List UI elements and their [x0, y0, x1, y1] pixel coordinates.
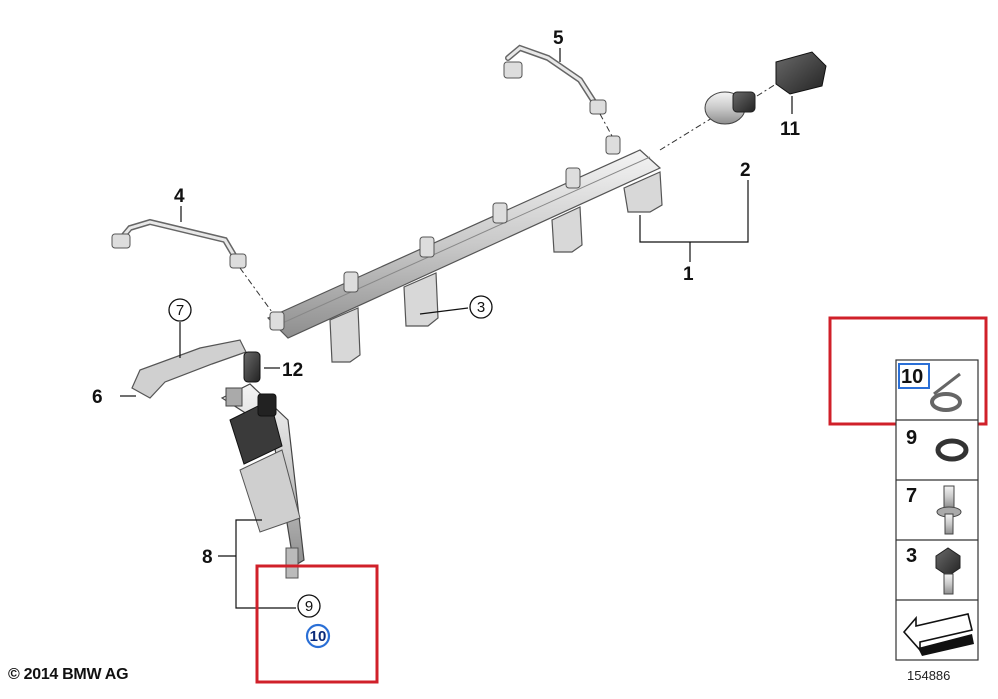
fuel-injector: [220, 383, 305, 579]
callout-12: 12: [282, 360, 303, 381]
side-item-10-label: 10: [901, 366, 923, 388]
fuel-rail: [266, 135, 663, 363]
callout-5: 5: [553, 28, 564, 49]
highlight-box-injector-tip: [255, 564, 379, 684]
copyright: © 2014 BMW AG: [8, 666, 129, 683]
callout-1: 1: [683, 264, 694, 285]
callout-2: 2: [740, 160, 751, 181]
callout-4: 4: [174, 186, 185, 207]
high-pressure-line-right: [503, 44, 613, 137]
side-item-9[interactable]: 9: [906, 427, 969, 462]
rail-pressure-sensor: [659, 83, 777, 151]
small-parts-panel: 10 9 7 3: [895, 359, 979, 661]
arrow-icon[interactable]: [902, 613, 974, 656]
side-item-9-label: 9: [906, 427, 917, 449]
callout-11: 11: [780, 119, 801, 140]
callout-10: 10: [310, 628, 327, 645]
leak-off-hose: [243, 351, 261, 383]
callout-9: 9: [305, 598, 313, 615]
callout-7: 7: [176, 302, 184, 319]
callout-labels: 4 5 11 2 1 6 12 8 7 3 9 10: [92, 28, 801, 649]
sensor-plug: [775, 51, 827, 95]
side-item-3-label: 3: [906, 545, 917, 567]
callout-6: 6: [92, 387, 103, 408]
leader-lines: [120, 48, 793, 609]
high-pressure-line-left: [111, 218, 273, 313]
callout-8: 8: [202, 547, 213, 568]
callout-3: 3: [477, 299, 485, 316]
diagram-reference-number: 154886: [907, 668, 951, 683]
side-item-7-label: 7: [906, 485, 917, 507]
side-item-10[interactable]: 10: [898, 363, 962, 412]
side-item-7[interactable]: 7: [906, 485, 962, 535]
side-item-3[interactable]: 3: [906, 545, 961, 595]
